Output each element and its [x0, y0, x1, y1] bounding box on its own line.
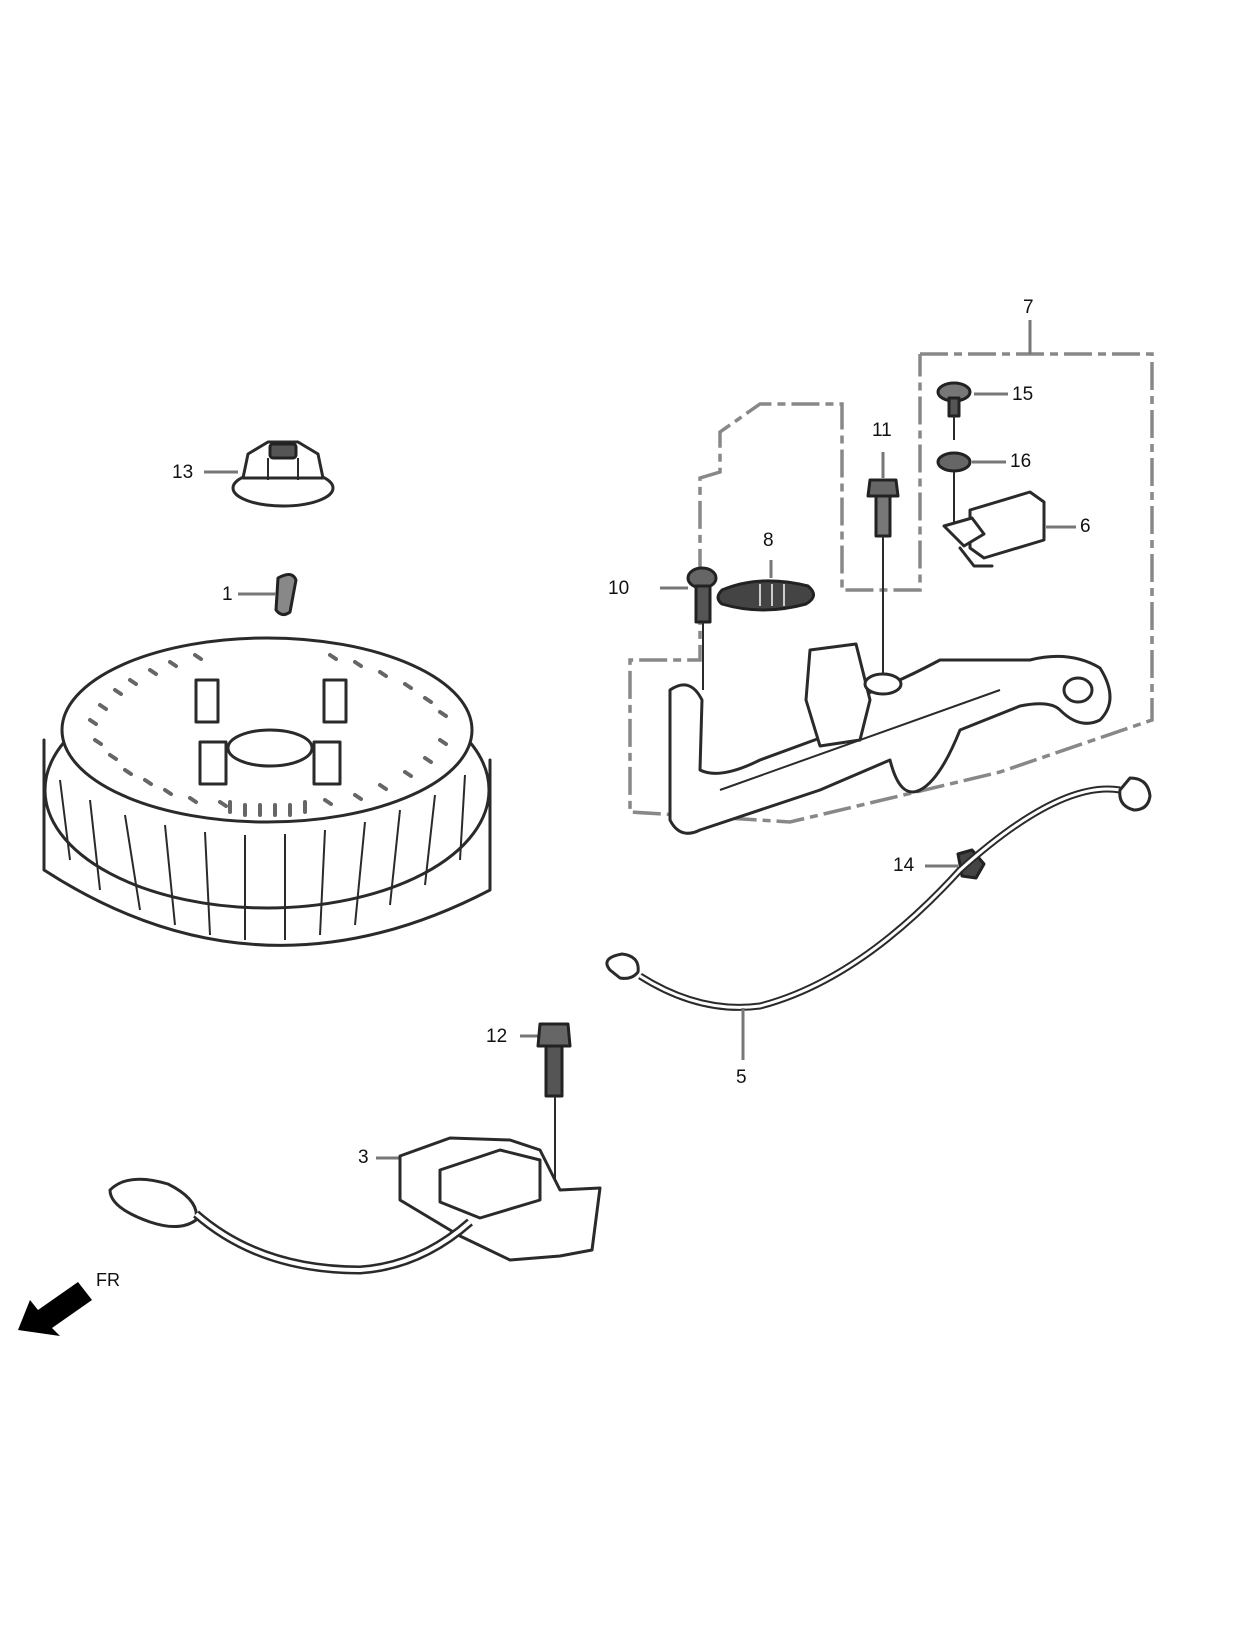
flywheel-part — [42, 636, 492, 947]
callout-1: 1 — [222, 584, 233, 605]
callout-10: 10 — [608, 578, 630, 599]
callout-13: 13 — [172, 462, 194, 483]
screw-part-15 — [936, 381, 1008, 440]
stop-switch-part-6 — [942, 490, 1076, 568]
callout-15: 15 — [1012, 384, 1034, 405]
control-base-part — [668, 642, 1112, 835]
governor-spring-part-8 — [716, 560, 815, 612]
ignition-coil-part-3 — [108, 1136, 602, 1275]
bolt-part-11 — [866, 452, 900, 680]
callout-16: 16 — [1010, 451, 1032, 472]
callout-8: 8 — [763, 530, 774, 551]
callout-3: 3 — [358, 1147, 369, 1168]
arrow-down-left-icon — [18, 1282, 92, 1336]
washer-part-16 — [936, 451, 1006, 522]
callout-5: 5 — [736, 1067, 747, 1088]
bolt-part-10 — [660, 566, 718, 690]
callout-14: 14 — [893, 855, 915, 876]
flange-nut-part — [204, 440, 335, 508]
callout-6: 6 — [1080, 516, 1091, 537]
stop-switch-wire-part-5 — [605, 776, 1152, 1060]
callout-7: 7 — [1023, 297, 1034, 318]
callout-11: 11 — [872, 420, 892, 441]
direction-label-fr: FR — [96, 1270, 120, 1290]
bolt-part-12 — [520, 1022, 572, 1190]
callout-12: 12 — [486, 1026, 508, 1047]
woodruff-key-part — [238, 573, 298, 617]
